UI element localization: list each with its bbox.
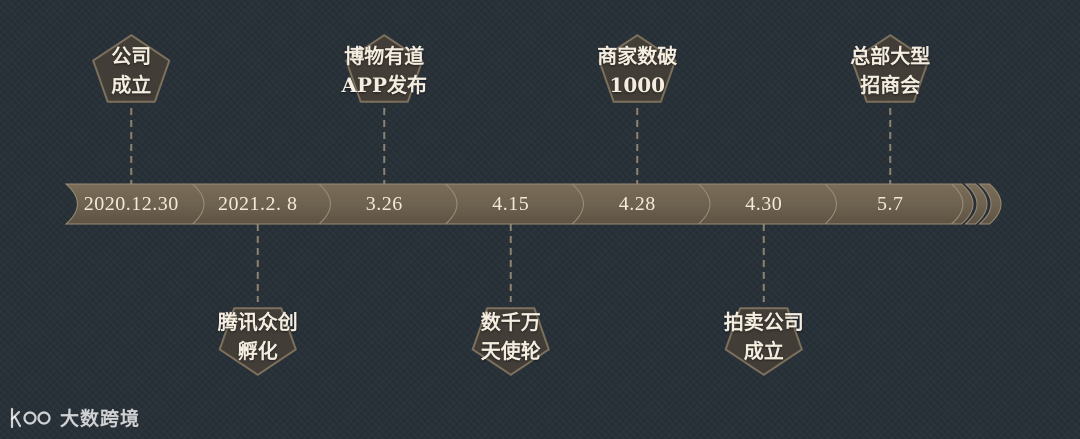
milestone-text-line2: 成立 [111, 73, 152, 97]
milestone-auction-company: 拍卖公司 成立 [689, 308, 839, 366]
milestone-badge-shape [92, 34, 171, 103]
milestone-text-line1: 总部大型 [850, 44, 931, 68]
segment-label-3-26: 3.26 [365, 193, 403, 215]
milestone-text-line1: 拍卖公司 [723, 310, 804, 334]
milestone-text-line2: APP发布 [341, 73, 428, 97]
milestone-company-founded: 公司 成立 [56, 42, 206, 100]
milestone-badges [92, 34, 930, 376]
milestone-text-line2: 1000 [609, 73, 666, 97]
milestone-text-line1: 商家数破 [597, 44, 678, 68]
segment-label-4-28: 4.28 [618, 193, 656, 215]
milestone-text-line2: 孵化 [237, 339, 278, 363]
watermark: 大数跨境 [8, 404, 140, 431]
milestone-text-line2: 天使轮 [480, 339, 541, 363]
milestone-badge-shape [471, 307, 550, 376]
milestone-tencent-incubation: 腾讯众创 孵化 [183, 308, 333, 366]
milestone-angel-round: 数千万 天使轮 [436, 308, 586, 366]
milestone-text-line2: 成立 [743, 339, 784, 363]
milestone-app-release: 博物有道 APP发布 [309, 42, 459, 100]
milestone-text-line1: 腾讯众创 [217, 310, 298, 334]
segment-label-2020-12-30: 2020.12.30 [83, 193, 179, 215]
milestone-text-line1: 公司 [111, 44, 152, 68]
milestone-text-line1: 博物有道 [344, 44, 425, 68]
segment-label-4-30: 4.30 [745, 193, 783, 215]
milestone-badge-shape [851, 34, 930, 103]
k100-logo-icon [10, 407, 51, 428]
watermark-text: 大数跨境 [60, 408, 141, 430]
milestone-investment-conference: 总部大型 招商会 [815, 42, 965, 100]
segment-label-4-15: 4.15 [492, 193, 530, 215]
timeline-bar [64, 183, 964, 225]
milestone-badge-shape [598, 34, 677, 103]
timeline-end-arrows [950, 183, 1002, 225]
timeline-segment [64, 183, 205, 225]
milestone-text-line1: 数千万 [480, 310, 541, 334]
segment-label-2021-2-8: 2021.2. 8 [218, 193, 298, 215]
milestone-badge-shape [345, 34, 424, 103]
end-arrow-chevron [950, 183, 974, 225]
segment-label-5-7: 5.7 [877, 193, 904, 215]
connector-lines [130, 108, 892, 302]
milestone-badge-shape [724, 307, 803, 376]
end-arrow-chevron [978, 183, 1002, 225]
milestone-merchants-1000: 商家数破 1000 [562, 42, 712, 100]
milestone-text-line2: 招商会 [860, 73, 921, 97]
milestone-badge-shape [218, 307, 297, 376]
end-arrow-chevron [964, 183, 988, 225]
